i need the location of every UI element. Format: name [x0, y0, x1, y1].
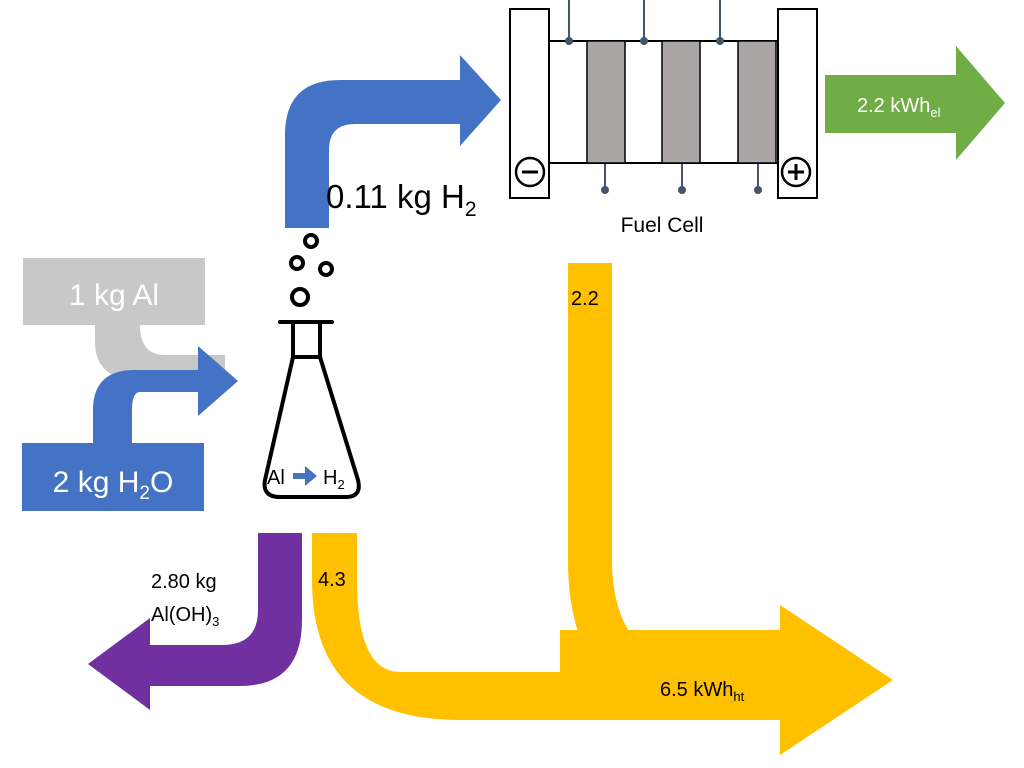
electricity-subscript: el — [930, 105, 940, 120]
hydrogen-band — [285, 80, 460, 228]
aluminum-mass: 1 kg — [69, 279, 126, 312]
water-input-box — [22, 443, 204, 511]
negative-terminal-icon: − — [514, 156, 546, 188]
heat-flow-group — [312, 263, 893, 755]
electricity-value: 2.2 kWh — [857, 95, 930, 117]
positive-terminal-symbol: + — [795, 175, 797, 177]
negative-terminal-symbol: − — [529, 175, 531, 177]
water-formula-tail: O — [150, 466, 173, 499]
water-input-label: 2 kg H2O — [53, 466, 174, 504]
water-feed-arrow — [198, 346, 238, 416]
aluminum-species: Al — [132, 279, 159, 312]
electricity-output-label: 2.2 kWhel — [857, 95, 941, 120]
byproduct-formula-label: Al(OH)3 — [151, 604, 219, 629]
positive-terminal-icon: + — [780, 156, 812, 188]
erlenmeyer-flask-icon — [262, 320, 361, 499]
byproduct-formula-main: Al(OH) — [151, 604, 212, 626]
heat-output-label: 6.5 kWhht — [660, 679, 745, 704]
electricity-output-arrow — [825, 46, 1005, 160]
hydrogen-formula-main: H — [441, 178, 465, 215]
byproduct-mass-label: 2.80 kg — [151, 571, 217, 593]
fuel-cell: − + — [509, 0, 818, 199]
hydrogen-formula-sub: 2 — [465, 198, 477, 221]
reaction-arrow-icon — [293, 466, 317, 486]
reactor-heat-label: 4.3 — [318, 569, 346, 591]
fuel-cell-heat-label: 2.2 — [571, 288, 599, 310]
heat-output-value: 6.5 kWh — [660, 679, 733, 701]
hydroxide-band — [150, 533, 302, 686]
water-formula-sub: 2 — [139, 483, 150, 504]
heat-output-arrow — [560, 605, 893, 755]
bubbles-icon — [289, 233, 334, 307]
water-mass: 2 kg — [53, 466, 110, 499]
heat-output-subscript: ht — [733, 689, 744, 704]
hydrogen-arrow-head — [460, 55, 501, 146]
hydroxide-flow-group — [88, 533, 302, 710]
fuel-cell-heat-band — [568, 263, 720, 720]
water-formula-main: H — [118, 466, 140, 499]
hydrogen-flow-group — [285, 55, 501, 228]
reaction-to-main: H — [323, 467, 337, 489]
aluminum-feed-band — [95, 325, 225, 380]
hydrogen-flow-label: 0.11 kg H2 — [326, 178, 477, 221]
aluminum-input-group: 1 kg Al — [23, 258, 225, 380]
water-feed-band — [93, 370, 200, 445]
fuel-cell-dots — [565, 37, 762, 194]
aluminum-input-label: 1 kg Al — [69, 279, 159, 312]
fuel-cell-membrane-1 — [586, 40, 626, 164]
water-input-group: 2 kg H2O — [22, 346, 238, 511]
fuel-cell-label: Fuel Cell — [621, 214, 704, 237]
fuel-cell-membrane-3 — [737, 40, 777, 164]
fuel-cell-membrane-2 — [661, 40, 701, 164]
reaction-label: Al — [267, 467, 285, 489]
reaction-from: Al — [267, 467, 285, 489]
reaction-to-sub: 2 — [337, 477, 344, 492]
hydroxide-arrow — [88, 618, 150, 710]
hydrogen-mass: 0.11 kg — [326, 178, 432, 215]
aluminum-input-box — [23, 258, 205, 325]
reaction-to-label: H2 — [323, 467, 345, 492]
byproduct-formula-sub: 3 — [212, 614, 219, 629]
